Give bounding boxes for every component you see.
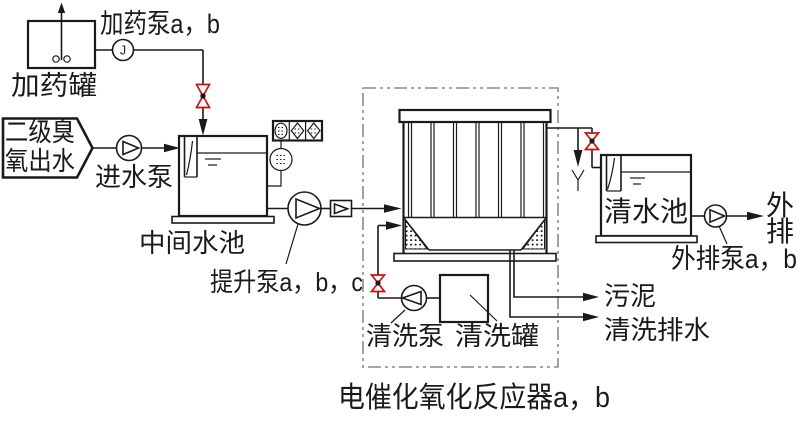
dosing-tank-label: 加药罐 — [11, 71, 97, 101]
reactor-base — [393, 252, 557, 262]
feed-arrow-icon — [386, 221, 402, 230]
cleaning-drain-label: 清洗排水 — [604, 315, 710, 345]
stirrer-blade-icon — [52, 55, 60, 63]
check-valve-icon — [329, 199, 353, 218]
drain-funnel-icon — [571, 169, 585, 191]
cleaning-pipe — [377, 221, 440, 299]
discharge-label-line1: 外 — [766, 190, 794, 221]
stirrer-blade-icon — [63, 55, 71, 63]
lift-pipe — [267, 204, 402, 213]
arrow-icon — [747, 211, 764, 221]
level-instrument — [267, 119, 324, 187]
hopper-hatch — [405, 218, 428, 250]
down-arrow-icon — [573, 150, 583, 167]
tank-base — [171, 215, 275, 224]
dosing-pump-label: 加药泵a，b — [100, 9, 220, 39]
sludge-pipe — [513, 250, 599, 302]
discharge-pump-label: 外排泵a，b — [671, 244, 797, 274]
leader-line — [285, 223, 299, 265]
tank-base — [595, 235, 698, 244]
weir-plate — [185, 140, 194, 176]
outlet-valve-icon — [583, 132, 601, 151]
leader-line — [390, 309, 406, 324]
clearwater-tank-label: 清水池 — [604, 196, 688, 227]
cleaning-valve-icon — [369, 274, 387, 293]
dosing-valve-icon — [195, 83, 211, 109]
intermediate-tank-label: 中间水池 — [139, 228, 245, 258]
sludge-label: 污泥 — [604, 281, 656, 311]
intermediate-tank — [171, 134, 275, 224]
cleaning-drain-pipe — [509, 250, 599, 322]
influent-label-line1: 二级臭 — [5, 117, 75, 147]
metering-pump-symbol: J — [120, 44, 126, 58]
arrow-icon — [583, 312, 599, 322]
dosing-pipe — [95, 49, 208, 136]
weir-plate — [606, 157, 616, 190]
feed-arrow-icon — [384, 204, 402, 213]
metering-pump-icon: J — [111, 38, 135, 62]
discharge-pipe — [691, 211, 764, 221]
lift-pump-label: 提升泵a，b，c — [210, 267, 363, 297]
hopper-hatch — [522, 218, 545, 250]
reactor-label: 电催化氧化反应器a，b — [338, 381, 610, 414]
lift-pump-icon — [287, 191, 322, 226]
discharge-pump-icon — [703, 204, 728, 228]
down-arrow-icon — [198, 119, 208, 136]
reactor-boundary — [362, 87, 559, 368]
discharge-label-line2: 排 — [766, 216, 794, 247]
influent-label-line2: 氧出水 — [5, 146, 75, 176]
leader-line — [718, 225, 728, 245]
cleaning-tank-label: 清洗罐 — [455, 321, 539, 351]
inlet-pump-label: 进水泵 — [95, 162, 173, 192]
dosing-tank — [26, 2, 97, 70]
reactor-vessel — [393, 108, 557, 262]
cleaning-pump-label: 清洗泵 — [366, 321, 444, 351]
leader-line — [469, 294, 498, 322]
inlet-pump-icon — [115, 134, 143, 162]
arrow-icon — [583, 292, 599, 302]
feed-arrow-icon — [164, 143, 180, 153]
cleaning-tank — [438, 273, 490, 324]
stirrer-arrow-icon — [57, 2, 66, 13]
electrode-plates — [407, 122, 545, 218]
inlet-pipe — [92, 143, 180, 153]
clearwater-tank: 清水池 — [595, 153, 698, 244]
cleaning-pump-icon — [400, 284, 428, 312]
influent-flag: 二级臭 氧出水 — [1, 117, 94, 179]
